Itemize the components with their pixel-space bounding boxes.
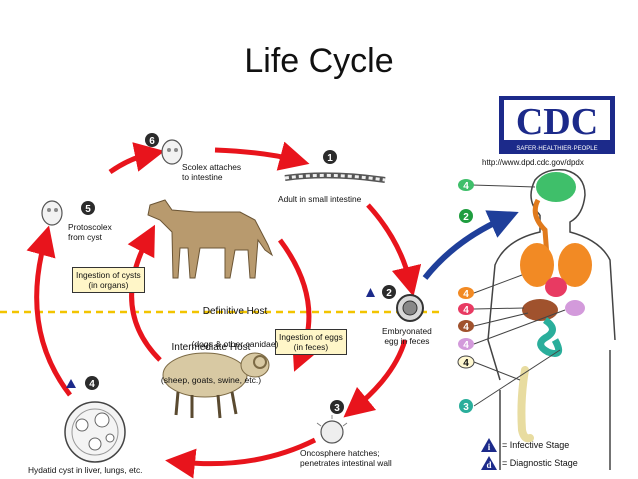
- stage-3-label: Oncosphere hatches; penetrates intestina…: [300, 448, 392, 468]
- arrow-to-human: [422, 210, 519, 280]
- legend-badges: i d: [481, 438, 497, 470]
- stage-badges: 6 1 5 2 3 4: [66, 133, 396, 414]
- spleen-icon: [565, 300, 585, 316]
- human-stage-pointers: [471, 184, 566, 407]
- dog-icon: [147, 199, 274, 279]
- stage-5-label: Protoscolex from cyst: [68, 222, 112, 242]
- human-stage-entry: 2: [463, 212, 469, 223]
- arrow-4-to-5: [26, 225, 72, 397]
- intestine-icon: [537, 317, 563, 357]
- definitive-host-detail: (dogs & other canidae): [191, 339, 279, 349]
- human-stage-spleen-badge: [458, 338, 474, 350]
- esophagus-icon: [532, 198, 551, 271]
- cdc-logo: CDC SAFER·HEALTHIER·PEOPLE: [499, 96, 615, 154]
- diagnostic-legend-text: = Diagnostic Stage: [502, 458, 578, 468]
- right-lung-icon: [558, 243, 592, 287]
- intermediate-host-name: Intermediate Host: [171, 342, 251, 353]
- stage-6-badge: [145, 133, 159, 147]
- protoscolex-icon: [41, 200, 63, 226]
- stage-1-label: Adult in small intestine: [278, 194, 362, 204]
- human-stage-intestine: 3: [463, 402, 469, 413]
- human-stage-bone-badge: [457, 355, 475, 369]
- liver-icon: [522, 299, 558, 321]
- arrow-3-to-4: [165, 437, 317, 479]
- arrow-5-to-6: [108, 142, 165, 175]
- human-stage-heart: 4: [463, 305, 469, 316]
- human-stage-badges: 4 2 4 4 4 4 4 3: [457, 179, 475, 413]
- diagnostic-legend-letter: d: [486, 460, 491, 470]
- stage-2-label: Embryonated egg in feces: [382, 326, 432, 346]
- definitive-host-label: Definitive Host (dogs & other canidae): [175, 284, 295, 372]
- stage-1-badge: [323, 150, 337, 164]
- heart-icon: [545, 277, 567, 297]
- stage-2-number: 2: [386, 288, 392, 299]
- ingestion-cysts-box: Ingestion of cysts (in organs): [72, 267, 145, 293]
- outer-cycle-arrows: [26, 141, 422, 479]
- human-stage-heart-badge: [458, 303, 474, 315]
- intermediate-host-detail: (sheep, goats, swine, etc.): [160, 375, 262, 385]
- sheep-horn: [253, 355, 267, 369]
- human-stage-liver: 4: [463, 322, 469, 333]
- intermediate-host-label: Intermediate Host (sheep, goats, swine, …: [146, 320, 276, 408]
- bone-icon: [517, 366, 534, 443]
- human-stage-entry-badge: [459, 209, 473, 223]
- stage-5-number: 5: [85, 204, 91, 215]
- oncosphere-spikes: [316, 415, 348, 427]
- stage-6-label: Scolex attaches to intestine: [182, 162, 242, 182]
- adult-worm-icon: [284, 172, 386, 183]
- human-stage-brain: 4: [463, 181, 469, 192]
- human-stage-brain-badge: [458, 179, 474, 191]
- stage-1-number: 1: [327, 153, 333, 164]
- stage-3-number: 3: [334, 403, 340, 414]
- left-lung-icon: [520, 243, 554, 287]
- human-outline-icon: [487, 168, 616, 470]
- brain-icon: [536, 172, 576, 202]
- arrow-6-to-1: [214, 141, 310, 171]
- human-stage-lung: 4: [463, 289, 469, 300]
- arrow-2-to-3: [343, 339, 408, 418]
- hydatid-cyst-icon: [64, 401, 126, 463]
- cdc-url[interactable]: http://www.dpd.cdc.gov/dpdx: [482, 158, 584, 167]
- human-stage-liver-badge: [458, 320, 474, 332]
- stage-3-badge: [330, 400, 344, 414]
- oncosphere-icon: [320, 420, 344, 444]
- arrow-1-to-2: [366, 203, 422, 297]
- infective-legend-text: = Infective Stage: [502, 440, 570, 450]
- sheep-legs: [174, 391, 238, 419]
- stage-6-number: 6: [149, 136, 155, 147]
- human-stage-lung-badge: [458, 287, 474, 299]
- slide-title: Life Cycle: [244, 42, 394, 80]
- infective-marker-2: [366, 288, 375, 297]
- definitive-host-name: Definitive Host: [202, 306, 268, 317]
- ingestion-eggs-box: Ingestion of eggs (in feces): [275, 329, 347, 355]
- infective-legend-icon: [481, 438, 497, 452]
- human-stage-intestine-badge: [459, 399, 473, 413]
- stage-4-label: Hydatid cyst in liver, lungs, etc.: [28, 465, 143, 475]
- stage-4-number: 4: [89, 379, 95, 390]
- stage-2-badge: [382, 285, 396, 299]
- scolex-icon: [161, 139, 183, 165]
- arrow-cysts-to-dog: [127, 224, 162, 362]
- diagnostic-marker-4: [66, 379, 76, 388]
- human-stage-bone: 4: [463, 358, 469, 369]
- cdc-tagline: SAFER·HEALTHIER·PEOPLE: [516, 146, 597, 152]
- stage-5-badge: [81, 201, 95, 215]
- human-stage-spleen: 4: [463, 340, 469, 351]
- cdc-logo-text: CDC: [516, 101, 598, 143]
- stage-4-badge: [85, 376, 99, 390]
- diagnostic-legend-icon: [481, 456, 497, 470]
- infective-legend-letter: i: [488, 442, 491, 452]
